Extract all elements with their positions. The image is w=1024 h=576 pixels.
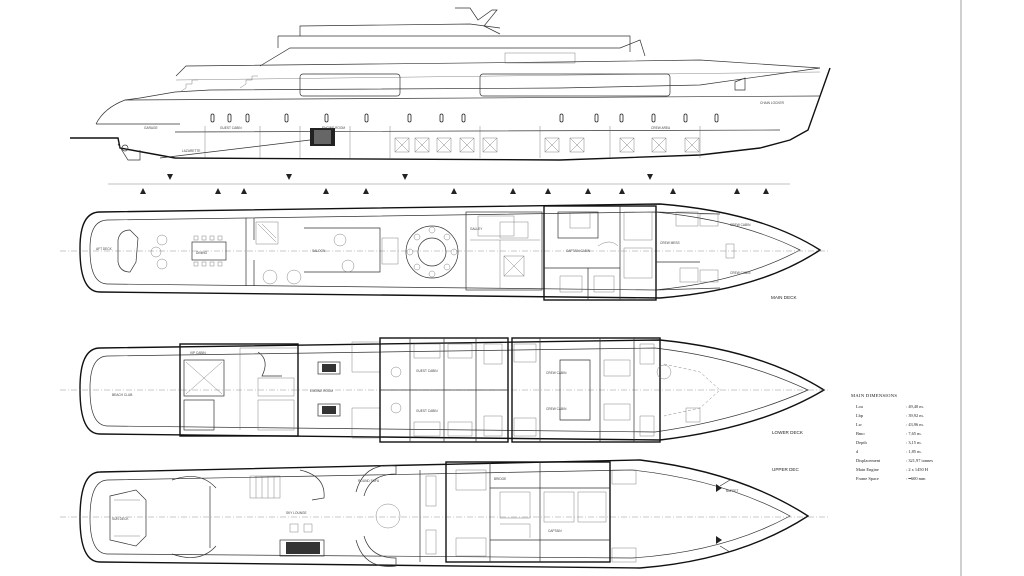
main-deck-label: GALLEY bbox=[470, 227, 483, 231]
upper-deck-label: ROUND SOFA bbox=[358, 479, 380, 483]
lower-deck-label: CREW CABIN bbox=[546, 371, 567, 375]
upper-deck-label: SKY LOUNGE bbox=[286, 511, 307, 515]
deck-title-upper: UPPER DEC bbox=[772, 467, 799, 472]
dimension-value: : 3,15 m. bbox=[906, 440, 922, 446]
dimensions-title: MAIN DIMENSIONS bbox=[851, 393, 897, 398]
profile-label: GARAGE bbox=[144, 126, 158, 130]
dimension-value: : 1,85 m. bbox=[906, 449, 922, 455]
main-deck-label: DINING bbox=[196, 251, 208, 255]
dimension-value: : 49,40 m. bbox=[906, 404, 924, 410]
lower-deck-label: ENGINE ROOM bbox=[310, 389, 333, 393]
upper-deck-label: BUFFET bbox=[726, 489, 738, 493]
deck-title-main: MAIN DECK bbox=[771, 295, 797, 300]
lower-deck-label: GUEST CABIN bbox=[416, 409, 438, 413]
dimension-label: Depth bbox=[856, 440, 868, 445]
profile-label: CHAIN LOCKER bbox=[760, 101, 785, 105]
main-deck-label: SALOON bbox=[312, 249, 326, 253]
dimension-label: Displacement bbox=[856, 458, 881, 463]
main-deck-label: CREW CABIN bbox=[730, 271, 751, 275]
dimension-label: d bbox=[856, 449, 859, 454]
dimension-label: Bmo bbox=[856, 431, 865, 436]
lower-deck-label: VIP CABIN bbox=[190, 351, 206, 355]
dimension-label: Loa bbox=[856, 404, 863, 409]
dimension-value: : 43,96 m. bbox=[906, 422, 924, 428]
dimension-value: : 7,65 m. bbox=[906, 431, 922, 437]
main-deck-label: CREW MESS bbox=[660, 241, 680, 245]
main-deck-label: AFT DECK bbox=[96, 247, 113, 251]
main-deck-label: CREW CABIN bbox=[730, 223, 751, 227]
upper-deck-label: BRIDGE bbox=[494, 477, 506, 481]
profile-label: ENGINE ROOM bbox=[322, 126, 345, 130]
main-deck-plan: AFT DECK SALOON DINING GALLEY CAPTAIN CA… bbox=[60, 203, 830, 301]
lower-deck-label: GUEST CABIN bbox=[416, 369, 438, 373]
lower-deck-plan: BEACH CLUB VIP CABIN ENGINE ROOM GUEST C… bbox=[60, 337, 830, 443]
main-deck-label: CAPTAIN CABIN bbox=[566, 249, 591, 253]
upper-deck-label: SUN DECK bbox=[112, 517, 129, 521]
dimension-value: : 39,92 m. bbox=[906, 413, 924, 419]
dimension-value: : 2 x 1450 H bbox=[906, 467, 929, 472]
lower-deck-label: BEACH CLUB bbox=[112, 393, 132, 397]
profile-label: CREW AREA bbox=[651, 126, 671, 130]
main-dimensions-table: MAIN DIMENSIONS Loa : 49,40 m. Lbp : 39,… bbox=[851, 393, 933, 481]
dimension-label: Frame Space bbox=[856, 476, 879, 481]
dimension-label: Lw bbox=[856, 422, 863, 427]
dimension-value: : 321,97 tonnes bbox=[906, 458, 933, 464]
deck-title-lower: LOWER DECK bbox=[772, 430, 804, 435]
profile-view: CHAIN LOCKER CREW AREA GARAGE GUEST CABI… bbox=[70, 7, 831, 194]
dimension-value: : ━600 mm bbox=[906, 476, 926, 481]
profile-label: GUEST CABIN bbox=[220, 126, 242, 130]
upper-deck-label: CAPTAIN bbox=[548, 529, 562, 533]
profile-label: LAZARETTE bbox=[182, 149, 200, 153]
dimension-label: Lbp bbox=[856, 413, 864, 418]
upper-deck-plan: SKY LOUNGE BRIDGE CAPTAIN SUN DECK ROUND… bbox=[60, 459, 830, 569]
dimension-label: Main Engine bbox=[856, 467, 879, 472]
lower-deck-label: CREW CABIN bbox=[546, 407, 567, 411]
